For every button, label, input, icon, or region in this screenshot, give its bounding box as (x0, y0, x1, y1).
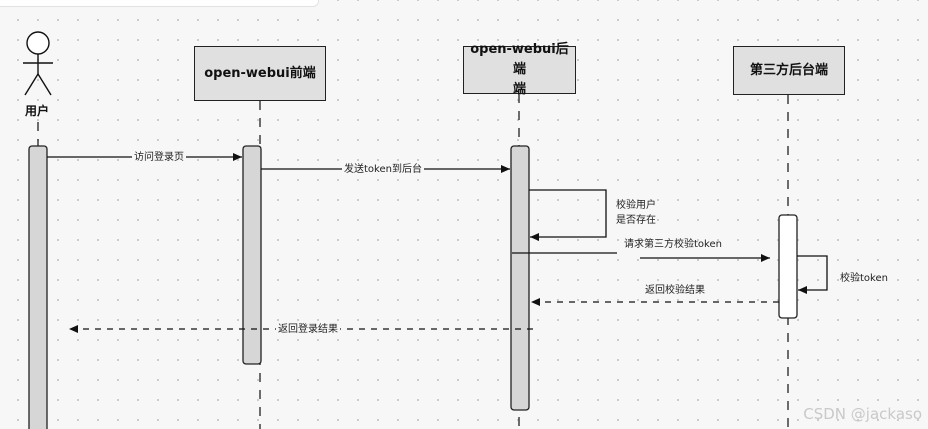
msg-send-token-label: 发送token到后台 (342, 163, 424, 176)
participant-thirdparty-label: 第三方后台端 (749, 62, 828, 78)
backend-activation[interactable] (510, 145, 530, 411)
csdn-watermark: CSDN @jackaso (803, 405, 922, 423)
participant-thirdparty-box[interactable]: 第三方后台端 (733, 46, 845, 95)
msg-verify-user-arrow[interactable] (529, 189, 607, 241)
user-actor-label: 用户 (25, 104, 50, 118)
frontend-activation[interactable] (242, 145, 262, 365)
msg-return-verify-label: 返回校验结果 (645, 285, 705, 296)
msg-request-verify-label: 请求第三方校验token (624, 239, 722, 250)
msg-verify-token-arrow[interactable] (797, 255, 828, 294)
msg-return-login-label: 返回登录结果 (276, 323, 340, 336)
msg-visit-login-label: 访问登录页 (132, 151, 186, 164)
participant-frontend-label: open-webui前端 (204, 65, 316, 81)
participant-backend-label-line2: 端 (512, 82, 526, 97)
msg-verify-user-label-line1: 校验用户 (616, 200, 656, 211)
msg-verify-token-label: 校验token (840, 273, 888, 284)
msg-verify-user-label-line2: 是否存在 (616, 215, 656, 226)
participant-backend-label-line1: open-webui后端 (470, 42, 569, 77)
participant-backend-box[interactable]: open-webui后端 端 (463, 42, 576, 97)
user-activation[interactable] (28, 145, 48, 429)
msg-request-verify-arrow[interactable] (512, 253, 770, 258)
thirdparty-activation[interactable] (778, 214, 798, 319)
user-actor-figure[interactable] (23, 31, 53, 96)
participant-frontend-box[interactable]: open-webui前端 (194, 46, 326, 101)
